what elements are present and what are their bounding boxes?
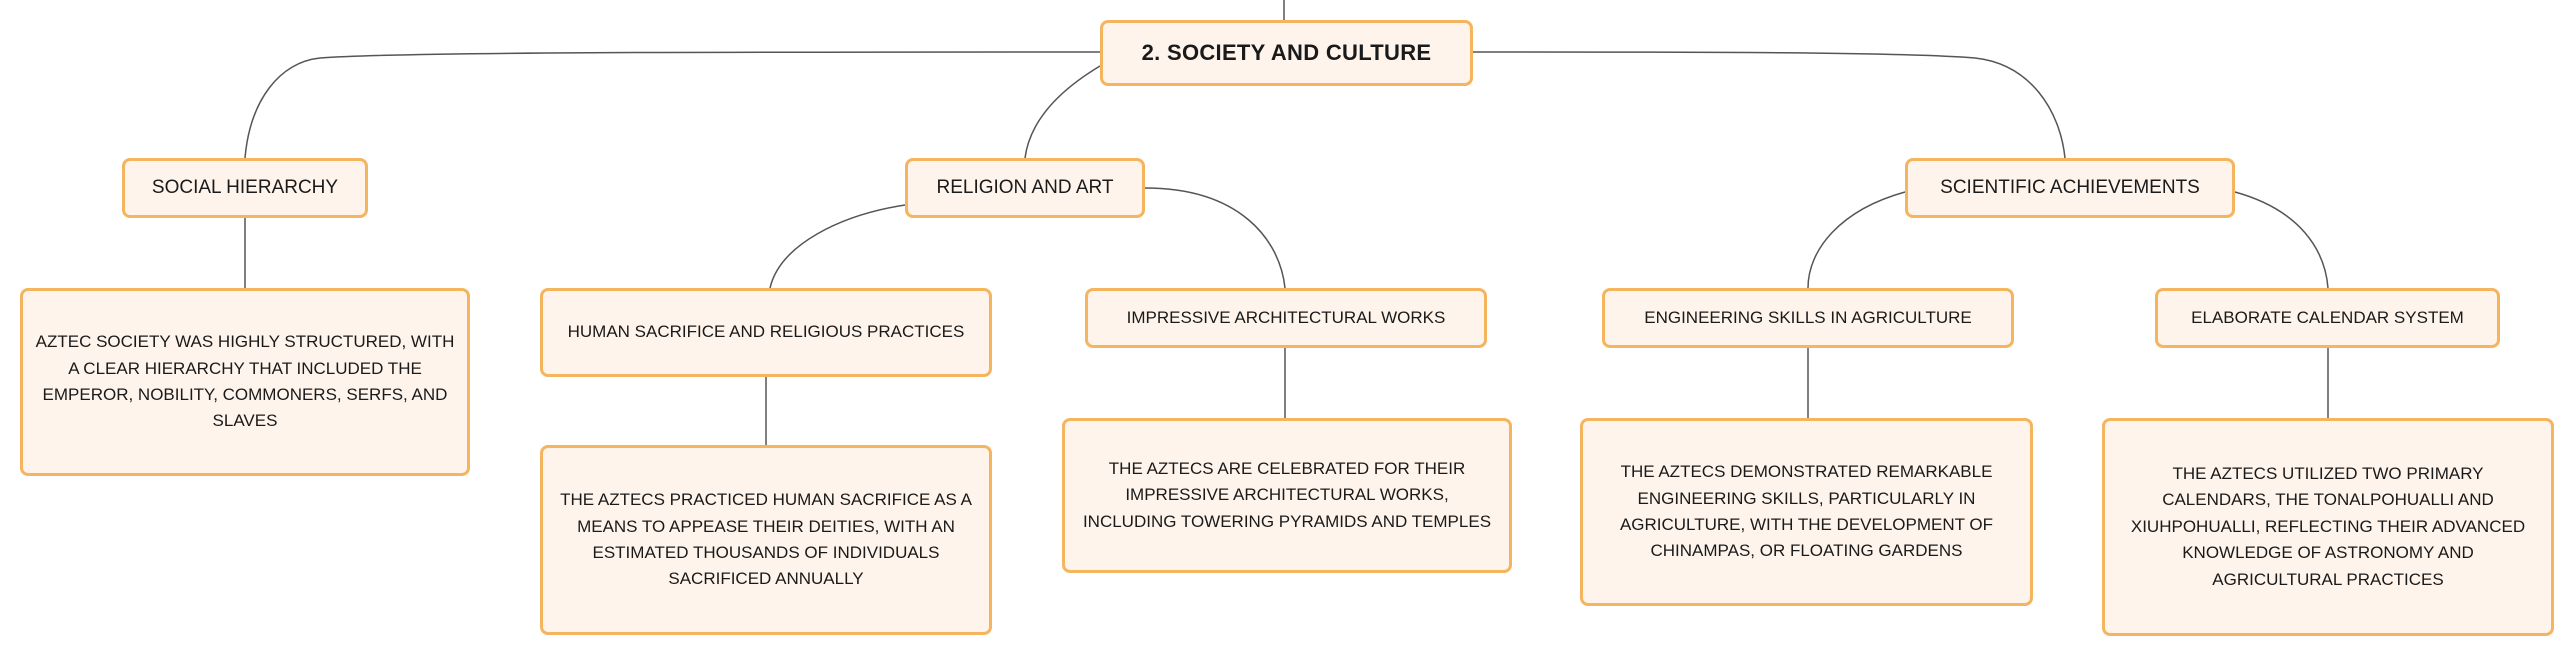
calendar-system-detail-node[interactable]: THE AZTECS UTILIZED TWO PRIMARY CALENDAR…: [2102, 418, 2554, 636]
human-sacrifice-node[interactable]: HUMAN SACRIFICE AND RELIGIOUS PRACTICES: [540, 288, 992, 377]
social-hierarchy-label: SOCIAL HIERARCHY: [151, 177, 339, 199]
connector-scientific-engineering: [1807, 191, 1906, 289]
human-sacrifice-detail: THE AZTECS PRACTICED HUMAN SACRIFICE AS …: [560, 490, 972, 589]
connector-root-religion-art: [1024, 65, 1101, 159]
engineering-skills-detail-node[interactable]: THE AZTECS DEMONSTRATED REMARKABLE ENGIN…: [1580, 418, 2033, 606]
engineering-skills-detail: THE AZTECS DEMONSTRATED REMARKABLE ENGIN…: [1619, 462, 1994, 561]
connector-root-social-hierarchy: [244, 51, 1101, 159]
connector-scientific-calendar: [2234, 191, 2329, 289]
root-node[interactable]: 2. SOCIETY AND CULTURE: [1100, 20, 1473, 86]
engineering-skills-label: ENGINEERING SKILLS IN AGRICULTURE: [1644, 307, 1972, 327]
religion-art-node[interactable]: RELIGION AND ART: [905, 158, 1145, 218]
architectural-works-label: IMPRESSIVE ARCHITECTURAL WORKS: [1126, 307, 1446, 327]
social-hierarchy-detail-node[interactable]: AZTEC SOCIETY WAS HIGHLY STRUCTURED, WIT…: [20, 288, 470, 476]
religion-art-label: RELIGION AND ART: [936, 177, 1114, 199]
connector-root-scientific: [1472, 51, 2066, 159]
scientific-achievements-label: SCIENTIFIC ACHIEVEMENTS: [1940, 177, 2200, 199]
calendar-system-label: ELABORATE CALENDAR SYSTEM: [2191, 307, 2464, 327]
connector-religion-architecture: [1144, 187, 1286, 289]
human-sacrifice-detail-node[interactable]: THE AZTECS PRACTICED HUMAN SACRIFICE AS …: [540, 445, 992, 635]
social-hierarchy-detail: AZTEC SOCIETY WAS HIGHLY STRUCTURED, WIT…: [35, 332, 455, 431]
architectural-works-node[interactable]: IMPRESSIVE ARCHITECTURAL WORKS: [1085, 288, 1487, 348]
calendar-system-detail: THE AZTECS UTILIZED TWO PRIMARY CALENDAR…: [2130, 464, 2526, 589]
architectural-works-detail-node[interactable]: THE AZTECS ARE CELEBRATED FOR THEIR IMPR…: [1062, 418, 1512, 573]
root-node-label: 2. SOCIETY AND CULTURE: [1141, 39, 1432, 65]
connector-religion-human-sacrifice: [769, 204, 906, 289]
social-hierarchy-node[interactable]: SOCIAL HIERARCHY: [122, 158, 368, 218]
engineering-skills-node[interactable]: ENGINEERING SKILLS IN AGRICULTURE: [1602, 288, 2014, 348]
scientific-achievements-node[interactable]: SCIENTIFIC ACHIEVEMENTS: [1905, 158, 2235, 218]
calendar-system-node[interactable]: ELABORATE CALENDAR SYSTEM: [2155, 288, 2500, 348]
architectural-works-detail: THE AZTECS ARE CELEBRATED FOR THEIR IMPR…: [1082, 458, 1492, 531]
human-sacrifice-label: HUMAN SACRIFICE AND RELIGIOUS PRACTICES: [567, 322, 965, 342]
